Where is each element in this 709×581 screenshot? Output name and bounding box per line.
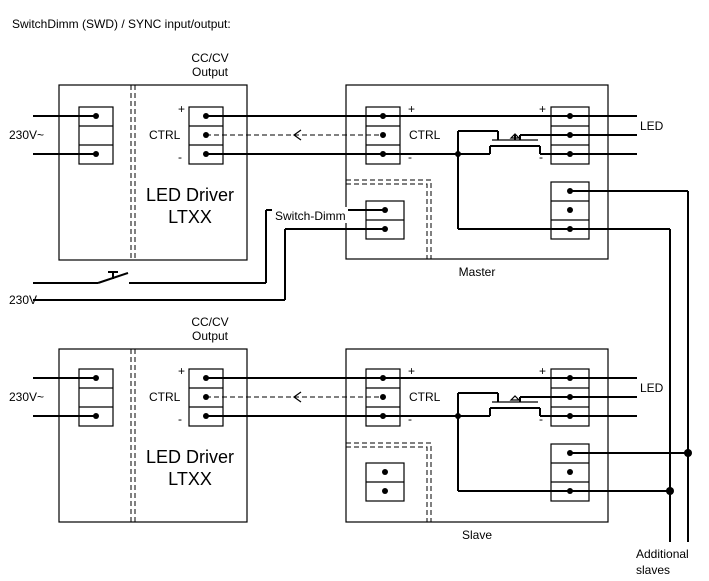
- module-plus-label: +: [408, 102, 415, 116]
- mains-label: 230V~: [9, 390, 44, 404]
- minus-label: -: [178, 412, 182, 426]
- arrow-icon: [292, 129, 302, 141]
- minus-label: -: [178, 150, 182, 164]
- additional-slaves-line2: slaves: [636, 563, 670, 577]
- switch-dimm-label: Switch-Dimm: [275, 209, 346, 223]
- plus-label: +: [178, 102, 185, 116]
- module-plus-label: +: [408, 364, 415, 378]
- ctrl-driver-label: CTRL: [149, 128, 181, 142]
- led-minus-label: -: [539, 150, 543, 164]
- ctrl-driver-label: CTRL: [149, 390, 181, 404]
- output-label-line1: CC/CV: [191, 51, 228, 65]
- slave-section: CC/CV Output 230V~ CTRL + - LED Driver L…: [9, 315, 692, 542]
- driver-name-line2: LTXX: [168, 469, 212, 489]
- led-label: LED: [640, 381, 664, 395]
- mosfet-icon: [457, 392, 541, 416]
- additional-slaves-line1: Additional: [636, 547, 689, 561]
- module-minus-label: -: [408, 150, 412, 164]
- ctrl-module-label: CTRL: [409, 128, 441, 142]
- output-label-line2: Output: [192, 329, 229, 343]
- master-section: CC/CV Output 230V~ CTRL + - LED Driver L…: [9, 51, 689, 542]
- arrow-icon: [292, 391, 302, 403]
- driver-name-line1: LED Driver: [146, 447, 234, 467]
- led-minus-label: -: [539, 412, 543, 426]
- led-label: LED: [640, 119, 664, 133]
- driver-name-line1: LED Driver: [146, 185, 234, 205]
- output-label-line1: CC/CV: [191, 315, 228, 329]
- diagram-title: SwitchDimm (SWD) / SYNC input/output:: [12, 17, 231, 31]
- slave-label: Slave: [462, 528, 492, 542]
- ctrl-module-label: CTRL: [409, 390, 441, 404]
- module-minus-label: -: [408, 412, 412, 426]
- driver-name-line2: LTXX: [168, 207, 212, 227]
- output-label-line2: Output: [192, 65, 229, 79]
- mosfet-icon: [457, 130, 541, 154]
- led-plus-label: +: [539, 102, 546, 116]
- mains-label: 230V~: [9, 128, 44, 142]
- plus-label: +: [178, 364, 185, 378]
- led-plus-label: +: [539, 364, 546, 378]
- switch-mains-label: 230V~: [9, 293, 44, 307]
- master-label: Master: [459, 265, 496, 279]
